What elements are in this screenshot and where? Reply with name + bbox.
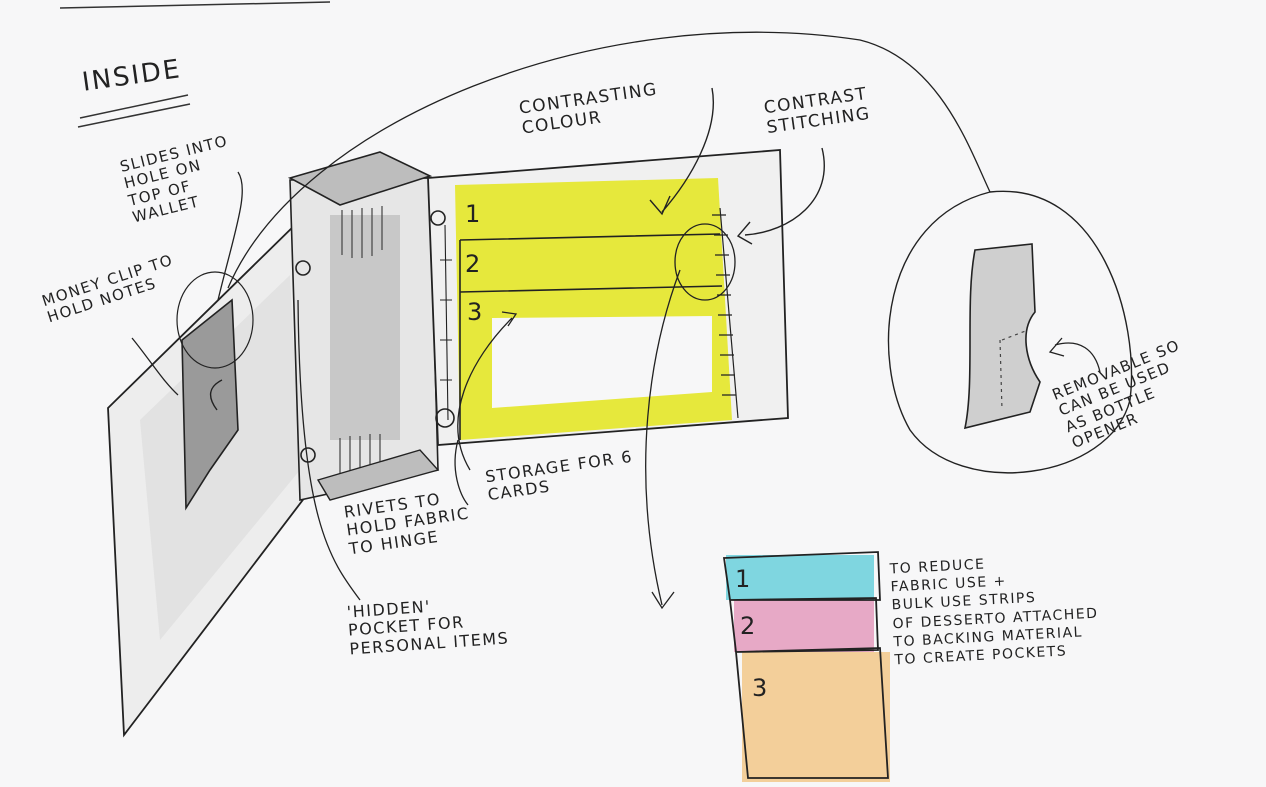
pocket-number-1: 1 [465, 200, 481, 228]
opener-dots [999, 329, 1029, 411]
hinge-shadow [330, 215, 400, 440]
label-hidden-pocket: 'HIDDEN' POCKET FOR PERSONAL ITEMS [346, 596, 510, 659]
hinge-top [287, 151, 433, 206]
bottle-opener [963, 243, 1041, 430]
clip-circle [176, 271, 254, 369]
arrow-rivets [454, 439, 469, 506]
strip-outline [722, 551, 889, 779]
stitching-left [440, 224, 452, 421]
pocket-number-2: 2 [465, 250, 481, 278]
strip-1 [726, 555, 874, 600]
label-reduce-fabric: TO REDUCE FABRIC USE + BULK USE STRIPS O… [889, 556, 1099, 669]
hinge-bottom [316, 449, 440, 501]
rivet [435, 408, 455, 428]
rivet [295, 260, 311, 276]
detail-leader [227, 31, 991, 289]
fabric-strands-top [341, 206, 383, 258]
strip-3 [742, 652, 890, 782]
arrow-detail [645, 269, 681, 610]
strip-2 [734, 600, 874, 652]
title-underline [77, 94, 191, 128]
arrow-money-clip [131, 337, 179, 396]
strip-number-1: 1 [735, 565, 751, 593]
arrow-storage [457, 311, 518, 471]
arrow-contrasting-colour [649, 87, 714, 216]
stitching [712, 207, 739, 419]
stray-line [59, 1, 331, 9]
arrow-slides-into [217, 171, 243, 301]
pocket-number-3: 3 [467, 298, 483, 326]
strip-number-2: 2 [740, 612, 756, 640]
strip-number-3: 3 [752, 674, 768, 702]
rivet [430, 210, 446, 226]
money-clip [181, 298, 239, 511]
left-flap-inner [140, 275, 300, 640]
money-clip-notch [209, 379, 223, 411]
stitch-circle [674, 223, 736, 301]
arrow-contrast-stitching [736, 147, 825, 245]
detail-circle [887, 190, 1133, 474]
white-window [492, 316, 712, 408]
arrow-removable [1048, 337, 1101, 373]
arrow-hidden-pocket [297, 299, 361, 601]
fabric-strands-bottom [339, 434, 381, 478]
